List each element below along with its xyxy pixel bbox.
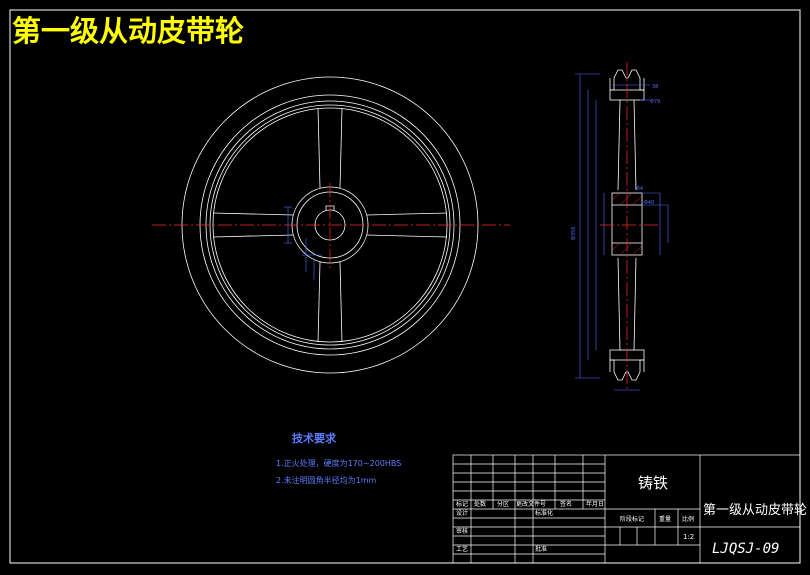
hub-hatch [611, 192, 643, 256]
tb-header-sign: 签名 [560, 500, 572, 508]
tb-header-docno: 更改文件号 [516, 500, 546, 508]
tb-scale-value: 1:2 [683, 533, 694, 541]
tb-drawing-code: LJQSJ-09 [712, 541, 779, 557]
tb-header-zone: 分区 [497, 500, 509, 508]
side-dim-top1: 38 [652, 84, 658, 90]
side-dim-left: Φ356 [571, 227, 577, 240]
tb-label-review: 审核 [456, 527, 468, 535]
side-center-lines [600, 62, 660, 392]
side-dim-top2: Φ79 [650, 99, 660, 105]
drawing-border [9, 9, 801, 564]
tb-label-approve: 批准 [535, 545, 547, 553]
tech-req-item-1: 1.正火处理，硬度为170~200HBS [276, 458, 401, 468]
rim-top [609, 69, 645, 91]
side-dimensions [575, 73, 669, 391]
spokes [212, 107, 448, 343]
tb-header-mark: 标记 [456, 500, 468, 508]
drawing-title: 第一级从动皮带轮 [12, 14, 244, 48]
tech-req-heading: 技术要求 [292, 431, 337, 445]
side-dim-hub2: Φ40 [644, 200, 654, 206]
tb-label-process: 工艺 [456, 545, 468, 553]
side-dim-hub1: Φ4 [636, 186, 643, 192]
tb-label-standardize: 标准化 [535, 509, 553, 517]
front-center-lines [152, 183, 510, 268]
tb-label-stage: 阶段标记 [620, 515, 644, 523]
front-dimensions [284, 206, 322, 280]
tb-label-design: 设计 [456, 509, 468, 517]
title-block [452, 454, 801, 564]
tb-header-count: 处数 [474, 500, 486, 508]
tb-part-name: 第一级从动皮带轮 [703, 503, 807, 518]
tb-label-scale: 比例 [682, 515, 694, 523]
tb-material: 铸铁 [638, 474, 668, 492]
tb-header-date: 年月日 [586, 500, 604, 508]
tb-label-weight: 重量 [659, 515, 671, 523]
tech-req-item-2: 2.未注明圆角半径均为1mm [276, 475, 377, 485]
